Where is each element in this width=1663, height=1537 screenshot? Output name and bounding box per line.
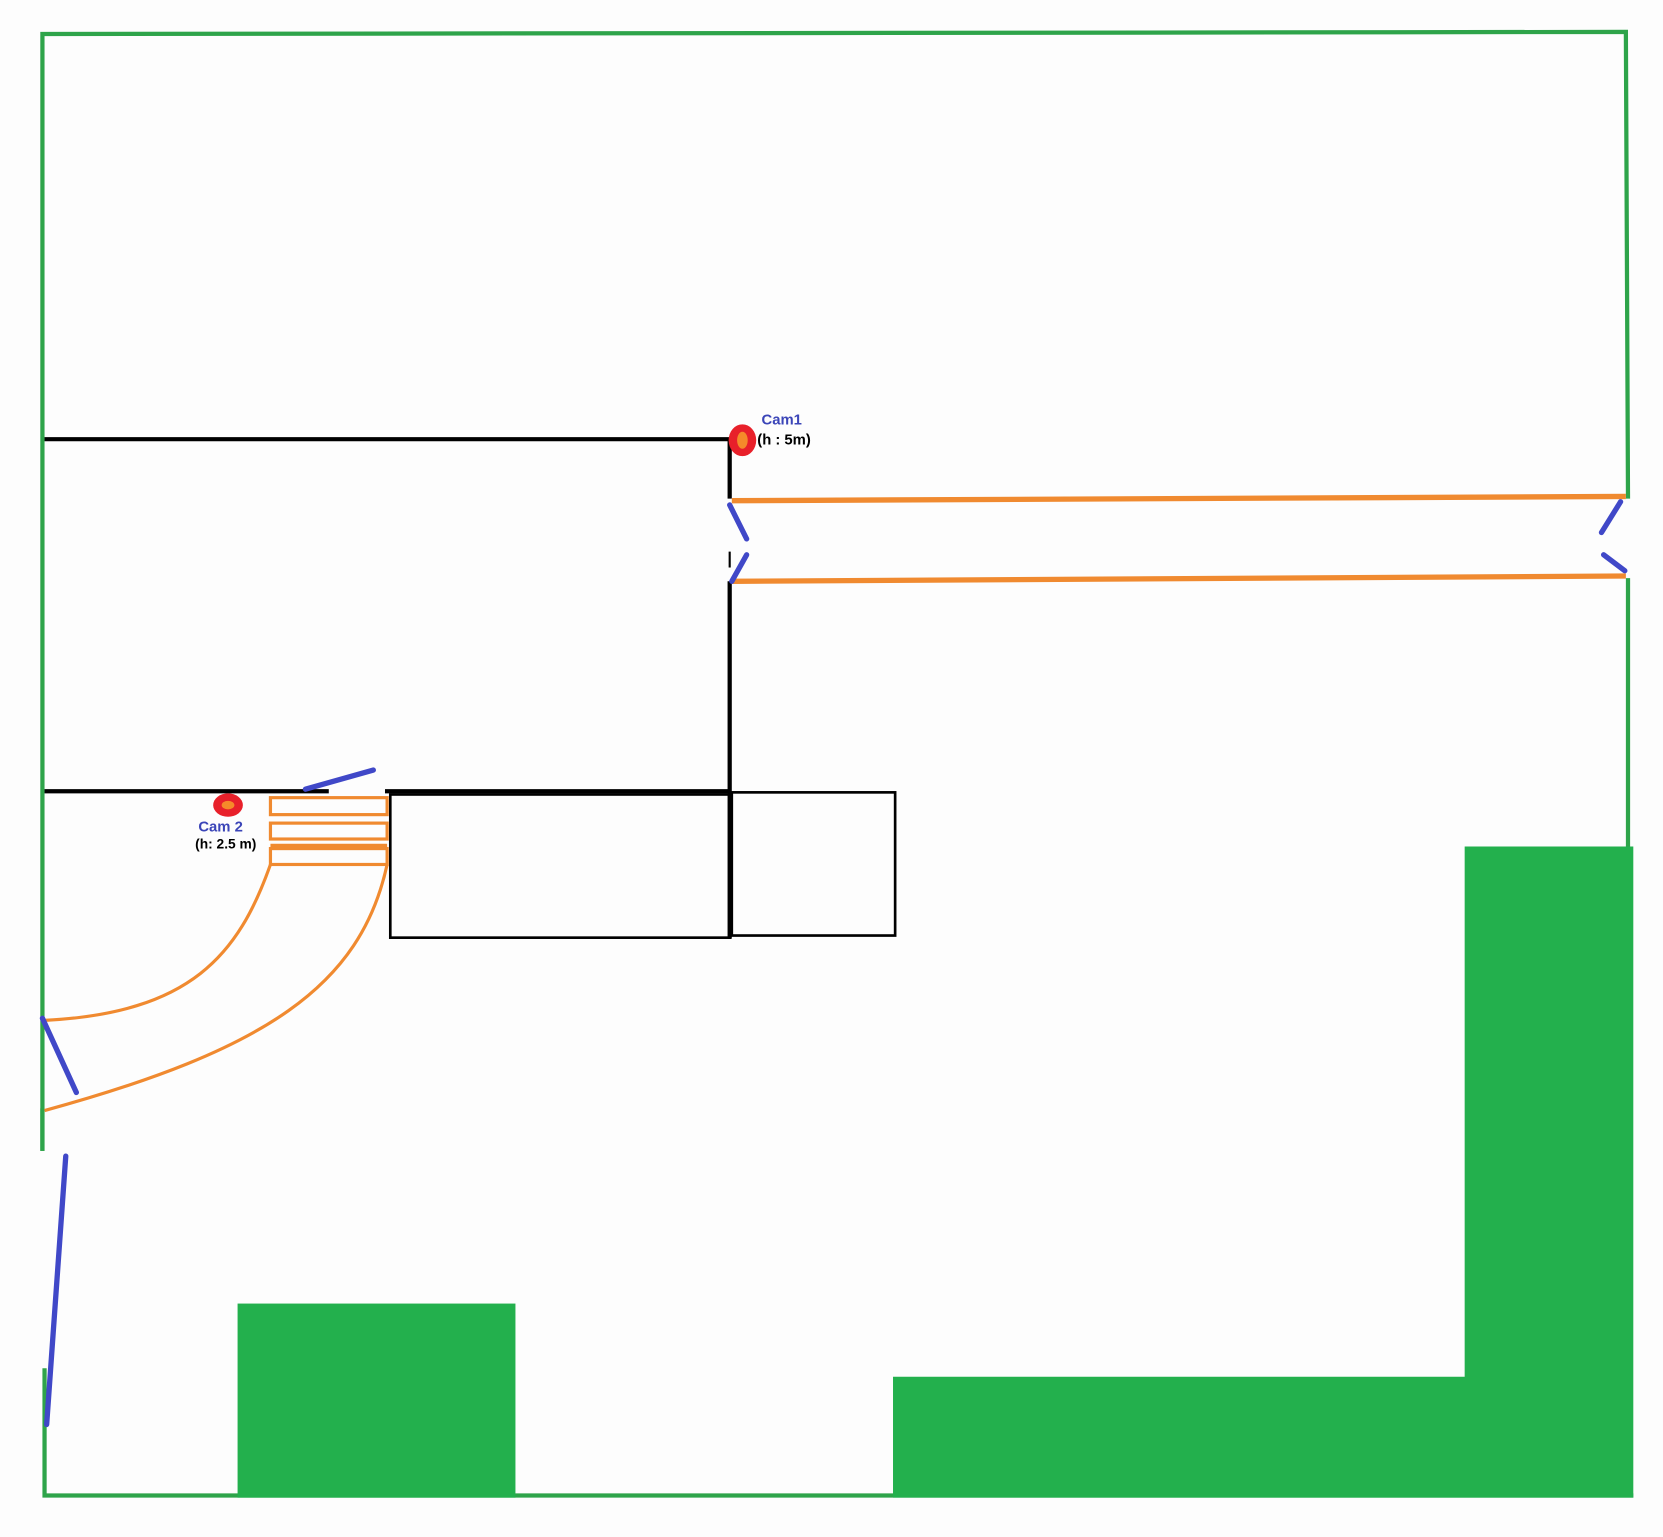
gate-driveway-west-upper bbox=[727, 502, 750, 542]
garden-areas bbox=[237, 846, 1634, 1498]
steps-and-walkway bbox=[44, 796, 389, 1113]
camera-1-label: Cam1 bbox=[762, 412, 802, 428]
garden-bed-right bbox=[893, 846, 1634, 1498]
gate-driveway-east-lower bbox=[1600, 552, 1628, 574]
driveway bbox=[731, 493, 1626, 584]
gate-driveway-east-upper bbox=[1598, 499, 1624, 536]
doors-and-gates bbox=[39, 499, 1628, 1428]
camera-1: Cam1 (h : 5m) bbox=[728, 412, 811, 457]
property-boundary bbox=[40, 29, 1634, 1498]
camera-1-marker-inner bbox=[737, 431, 748, 449]
camera-2-height: (h: 2.5 m) bbox=[195, 837, 256, 852]
door-house bbox=[302, 767, 376, 792]
gate-west-lower bbox=[44, 1153, 69, 1428]
camera-1-height: (h : 5m) bbox=[757, 432, 811, 448]
annex-rooms bbox=[388, 791, 897, 939]
camera-2: Cam 2 (h: 2.5 m) bbox=[195, 793, 256, 852]
annex-room-1 bbox=[388, 793, 732, 939]
annex-room-2 bbox=[730, 791, 897, 937]
camera-2-label: Cam 2 bbox=[198, 820, 243, 836]
gate-west-walkway bbox=[39, 1015, 80, 1096]
camera-2-marker-inner bbox=[221, 800, 235, 810]
garden-bed-left bbox=[237, 1303, 516, 1498]
gate-driveway-west-lower bbox=[729, 552, 750, 584]
